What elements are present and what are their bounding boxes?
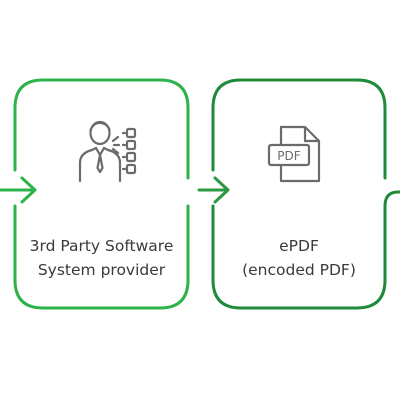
provider-label: 3rd Party Software System provider	[15, 234, 188, 282]
provider-card-outline	[13, 78, 190, 310]
pdf-icon-text: PDF	[277, 149, 300, 163]
epdf-label-line-2: (encoded PDF)	[242, 261, 356, 279]
person-presenting-checklist-icon	[72, 115, 150, 193]
connector-arrow-head	[213, 176, 230, 204]
provider-label-line-2: System provider	[37, 261, 166, 279]
epdf-card-outline	[211, 78, 387, 310]
outgoing-connector	[383, 190, 400, 208]
provider-label-line-1: 3rd Party Software	[29, 237, 174, 255]
epdf-label: ePDF (encoded PDF)	[213, 234, 385, 282]
epdf-label-line-1: ePDF	[279, 237, 319, 255]
pdf-document-icon: PDF	[265, 123, 327, 185]
incoming-arrow-head	[20, 176, 37, 204]
